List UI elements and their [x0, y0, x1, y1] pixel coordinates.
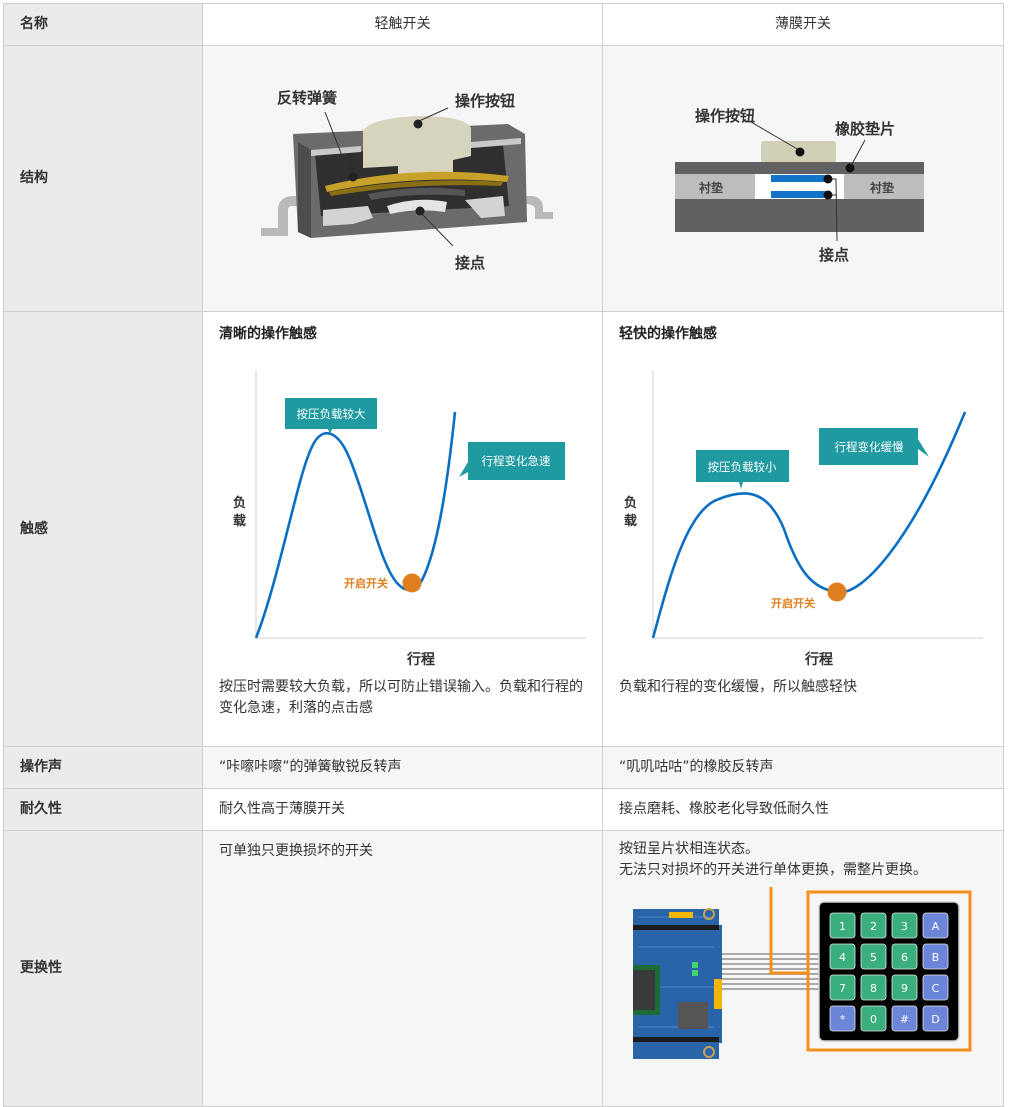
- y-axis-label-2: 载: [233, 513, 246, 529]
- keypad-key: [891, 912, 918, 939]
- keypad-key: [829, 912, 856, 939]
- header-tactile-switch: 轻触开关: [202, 3, 603, 46]
- label-reverse-spring: 反转弹簧: [277, 89, 337, 107]
- comparison-table: 名称 轻触开关 薄膜开关 结构: [3, 3, 1004, 1107]
- tactile-switch-cutaway-diagram: 反转弹簧 操作按钮 接点: [261, 89, 553, 272]
- keypad-key-label: B: [932, 951, 940, 964]
- keypad-key-label: 4: [839, 951, 846, 964]
- keypad-key-label: #: [900, 1013, 909, 1026]
- keypad-key: [860, 1005, 887, 1032]
- keypad-key: [860, 943, 887, 970]
- membrane-replaceability-line1: 按钮呈片状相连状态。: [619, 841, 759, 857]
- label-operation-button: 操作按钮: [695, 107, 755, 125]
- label-contact: 接点: [819, 246, 849, 264]
- keypad-key-label: 2: [870, 920, 877, 933]
- tactile-feel-title: 清晰的操作触感: [219, 326, 317, 342]
- keypad-key: [891, 974, 918, 1001]
- load-curve: [254, 411, 457, 639]
- keypad-key-label: 6: [901, 951, 908, 964]
- keypad-key-label: 3: [901, 920, 908, 933]
- keypad-key: [891, 1005, 918, 1032]
- membrane-structure-cell: 操作按钮 橡胶垫片 衬垫 衬垫 接点: [602, 45, 1004, 312]
- tactile-feel-cell: 清晰的操作触感 开启开关 按压负载较大 行程变化急速 负 载 行程 按压时需要较…: [202, 311, 603, 747]
- callout-stroke-change: 行程变化缓慢: [835, 440, 904, 454]
- keypad-key: [922, 1005, 949, 1032]
- feel-row: 触感 清晰的操作触感 开启开关 按压负载较大 行程变化急速 负 载 行程: [3, 311, 1004, 747]
- replaceability-row: 更换性 可单独只更换损坏的开关 按钮呈片状相连状态。 无法只对损坏的开关进行单体…: [3, 830, 1004, 1107]
- keypad-key: [829, 974, 856, 1001]
- keypad-key: [922, 943, 949, 970]
- label-spacer-left: 衬垫: [699, 180, 723, 195]
- keypad-key-label: 7: [839, 982, 846, 995]
- tactile-feel-description: 按压时需要较大负载，所以可防止错误输入。负载和行程的变化急速，利落的点击感: [219, 679, 583, 716]
- keypad-board-illustration: 1 2 3 A 4 5 6 B 7 8 9 C * 0 # D: [633, 887, 972, 1059]
- tactile-durability: 耐久性高于薄膜开关: [202, 788, 603, 831]
- load-curve: [651, 411, 967, 639]
- membrane-durability: 接点磨耗、橡胶老化导致低耐久性: [602, 788, 1004, 831]
- membrane-feel-description: 负载和行程的变化缓慢，所以触感轻快: [619, 679, 857, 695]
- keypad-key-label: *: [840, 1013, 846, 1026]
- keypad-highlight-box: [806, 890, 972, 1052]
- keypad-key: [922, 912, 949, 939]
- keypad-key: [922, 974, 949, 1001]
- label-spacer-right: 衬垫: [870, 180, 894, 195]
- keypad-key-label: C: [932, 982, 940, 995]
- header-name-label: 名称: [3, 3, 203, 46]
- switch-on-label: 开启开关: [344, 576, 388, 590]
- keypad-key-label: A: [932, 920, 940, 933]
- y-axis-label-2: 载: [624, 513, 637, 529]
- y-axis-label-1: 负: [233, 495, 246, 511]
- keypad-key-label: 5: [870, 951, 877, 964]
- x-axis-label: 行程: [406, 651, 435, 668]
- tactile-replaceability-text: 可单独只更换损坏的开关: [219, 843, 373, 859]
- x-axis-label: 行程: [804, 651, 833, 668]
- keypad-key-label: 0: [870, 1013, 877, 1026]
- switch-on-point: [827, 582, 847, 602]
- keypad-key: [829, 943, 856, 970]
- structure-row: 结构: [3, 45, 1004, 312]
- y-axis-label-1: 负: [624, 495, 637, 511]
- durability-label: 耐久性: [3, 788, 203, 831]
- callout-peak-load: 按压负载较大: [297, 407, 366, 421]
- keypad-key: [829, 1005, 856, 1032]
- membrane-replaceability: 按钮呈片状相连状态。 无法只对损坏的开关进行单体更换，需整片更换。: [602, 830, 1004, 1107]
- tactile-structure-cell: 反转弹簧 操作按钮 接点: [202, 45, 603, 312]
- membrane-replaceability-line2: 无法只对损坏的开关进行单体更换，需整片更换。: [619, 862, 927, 878]
- tactile-replaceability: 可单独只更换损坏的开关: [202, 830, 603, 1107]
- callout-peak-load: 按压负载较小: [708, 460, 777, 474]
- durability-row: 耐久性 耐久性高于薄膜开关 接点磨耗、橡胶老化导致低耐久性: [3, 788, 1004, 831]
- keypad-key-label: 8: [870, 982, 877, 995]
- header-row: 名称 轻触开关 薄膜开关: [3, 3, 1004, 46]
- membrane-load-stroke-chart: 开启开关 按压负载较小 行程变化缓慢 负 载 行程: [624, 371, 983, 668]
- feel-label: 触感: [3, 311, 203, 747]
- membrane-feel-title: 轻快的操作触感: [619, 326, 717, 342]
- label-contact: 接点: [455, 254, 485, 272]
- label-operation-button: 操作按钮: [455, 92, 515, 110]
- keypad-key: [891, 943, 918, 970]
- sound-label: 操作声: [3, 746, 203, 789]
- keypad-key: [860, 974, 887, 1001]
- keypad-key: [860, 912, 887, 939]
- header-membrane-switch: 薄膜开关: [602, 3, 1004, 46]
- keypad-key-label: 1: [839, 920, 846, 933]
- structure-label: 结构: [3, 45, 203, 312]
- keypad-key-label: D: [931, 1013, 939, 1026]
- callout-stroke-change: 行程变化急速: [482, 454, 551, 468]
- tactile-load-stroke-chart: 开启开关 按压负载较大 行程变化急速 负 载 行程: [233, 371, 586, 668]
- keypad-key-label: 9: [901, 982, 908, 995]
- sound-row: 操作声 “咔嚓咔嚓”的弹簧敏锐反转声 “叽叽咕咕”的橡胶反转声: [3, 746, 1004, 789]
- replaceability-label: 更换性: [3, 830, 203, 1107]
- membrane-sound: “叽叽咕咕”的橡胶反转声: [602, 746, 1004, 789]
- label-rubber-pad: 橡胶垫片: [835, 120, 895, 138]
- switch-on-label: 开启开关: [771, 596, 815, 610]
- keypad-keys: 1 2 3 A 4 5 6 B 7 8 9 C * 0 # D: [829, 912, 949, 1032]
- membrane-switch-cross-section-diagram: 操作按钮 橡胶垫片 衬垫 衬垫 接点: [675, 107, 924, 264]
- switch-on-point: [402, 573, 422, 593]
- tactile-sound: “咔嚓咔嚓”的弹簧敏锐反转声: [202, 746, 603, 789]
- membrane-feel-cell: 轻快的操作触感 开启开关 按压负载较小 行程变化缓慢 负 载 行程 负载和行程的…: [602, 311, 1004, 747]
